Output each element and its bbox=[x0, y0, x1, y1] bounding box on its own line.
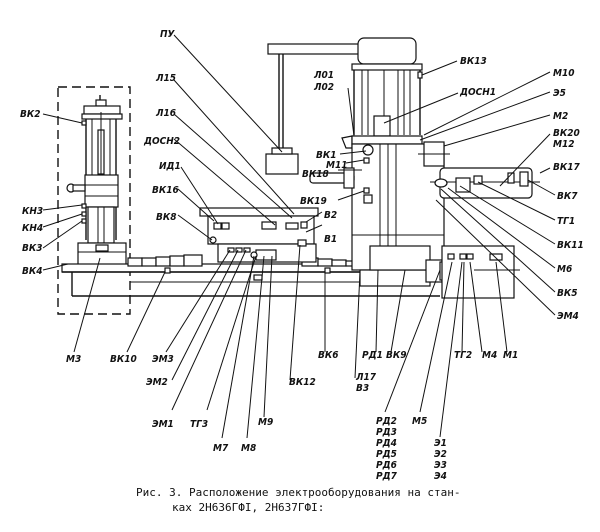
leader-lines bbox=[42, 34, 556, 439]
label-m1: М1 bbox=[503, 350, 518, 361]
label-id1: ИД1 bbox=[159, 161, 181, 172]
label-rd6: РД6 bbox=[376, 460, 397, 471]
label-l02: Л02 bbox=[313, 82, 334, 93]
label-rd3: РД3 bbox=[376, 427, 397, 438]
label-m11: М11 bbox=[326, 160, 347, 171]
label-l01: Л01 bbox=[313, 70, 334, 81]
label-vk16: ВК16 bbox=[152, 185, 179, 196]
label-e2: Э2 bbox=[434, 449, 447, 460]
label-vk12: ВК12 bbox=[289, 377, 316, 388]
label-em4: ЭМ4 bbox=[557, 311, 579, 322]
label-l17: Л17 bbox=[355, 372, 377, 383]
label-vk11: ВК11 bbox=[557, 240, 584, 251]
label-tg3: ТГ3 bbox=[190, 419, 208, 430]
label-vk13: ВК13 bbox=[460, 56, 487, 67]
caption-line-2: ках 2Н636ГФI, 2Н637ГФI: bbox=[172, 501, 325, 514]
label-vk18: ВК18 bbox=[302, 169, 329, 180]
label-dosn2: ДОСН2 bbox=[143, 136, 180, 147]
label-vk17: ВК17 bbox=[553, 162, 580, 173]
label-tg2: ТГ2 bbox=[454, 350, 472, 361]
label-kn3: КН3 bbox=[22, 206, 43, 217]
label-l15: Л15 bbox=[155, 73, 176, 84]
label-rd1: РД1 bbox=[362, 350, 383, 361]
label-vk8: ВК8 bbox=[156, 212, 176, 223]
label-m7: М7 bbox=[213, 443, 229, 454]
label-tg1: ТГ1 bbox=[557, 216, 575, 227]
label-rd4: РД4 bbox=[376, 438, 397, 449]
label-rd7: РД7 bbox=[376, 471, 398, 482]
label-l16: Л16 bbox=[155, 108, 176, 119]
label-vk19: ВК19 bbox=[300, 196, 327, 207]
label-em1: ЭМ1 bbox=[152, 419, 174, 430]
label-m2: М2 bbox=[553, 111, 568, 122]
component-labels: ПУ Л15 Л16 ДОСН2 ИД1 ВК16 ВК8 ВК2 КН3 КН… bbox=[20, 29, 584, 482]
label-vk10: ВК10 bbox=[110, 354, 137, 365]
label-vk7: ВК7 bbox=[557, 191, 578, 202]
label-m10: М10 bbox=[553, 68, 574, 79]
label-vk9: ВК9 bbox=[386, 350, 406, 361]
label-v3: В3 bbox=[356, 383, 369, 394]
label-e5: Э5 bbox=[553, 88, 566, 99]
label-m8: М8 bbox=[241, 443, 256, 454]
label-rd2: РД2 bbox=[376, 416, 397, 427]
label-kn4: КН4 bbox=[22, 223, 43, 234]
label-em3: ЭМ3 bbox=[152, 354, 174, 365]
label-vk1: ВК1 bbox=[316, 150, 336, 161]
label-v2: В2 bbox=[324, 210, 337, 221]
tool-magazine-unit bbox=[57, 86, 131, 315]
label-rd5: РД5 bbox=[376, 449, 397, 460]
label-em2: ЭМ2 bbox=[146, 377, 168, 388]
label-vk6: ВК6 bbox=[318, 350, 338, 361]
label-e3: Э3 bbox=[434, 460, 447, 471]
label-vk4: ВК4 bbox=[22, 266, 42, 277]
label-m3: М3 bbox=[66, 354, 81, 365]
label-m6: М6 bbox=[557, 264, 572, 275]
label-e1: Э1 bbox=[434, 438, 447, 449]
label-vk20: ВК20 bbox=[553, 128, 580, 139]
label-vk3: ВК3 bbox=[22, 243, 42, 254]
label-e4: Э4 bbox=[434, 471, 447, 482]
caption-line-1: Рис. 3. Расположение электрооборудования… bbox=[136, 486, 461, 499]
label-m5: М5 bbox=[412, 416, 427, 427]
label-vk5: ВК5 bbox=[557, 288, 577, 299]
label-pu: ПУ bbox=[160, 29, 176, 40]
label-vk2: ВК2 bbox=[20, 109, 40, 120]
label-m9: М9 bbox=[258, 417, 273, 428]
label-m12: М12 bbox=[553, 139, 574, 150]
label-v1: В1 bbox=[324, 234, 337, 245]
label-dosn1: ДОСН1 bbox=[459, 87, 496, 98]
label-m4: М4 bbox=[482, 350, 497, 361]
